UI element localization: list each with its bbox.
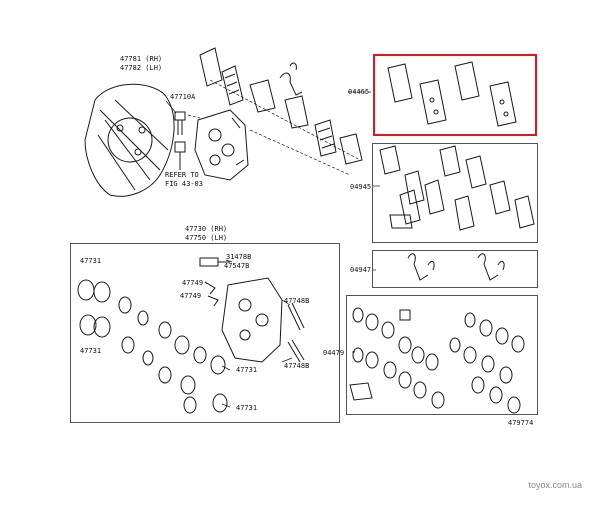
- label-caliper-lh: 47750 (LH): [185, 234, 228, 242]
- label-fig-number: 479774: [508, 419, 534, 427]
- guide-pins: [287, 302, 305, 363]
- dust-shield: [84, 83, 175, 197]
- label-piston-mid: 47731: [236, 366, 258, 374]
- label-fig: FIG 43-03: [165, 180, 203, 188]
- watermark: toyox.com.ua: [528, 480, 582, 490]
- label-spring-kit[interactable]: 04947: [350, 266, 372, 274]
- label-refer-to: REFER TO: [165, 171, 199, 179]
- label-bolt: 47710A: [170, 93, 196, 101]
- seal-kit-box: [346, 295, 538, 415]
- brake-pads-top: [199, 47, 363, 165]
- caliper-group-box: [70, 243, 340, 423]
- label-piston-bot: 47731: [236, 404, 258, 412]
- label-pin-top: 47748B: [284, 297, 310, 305]
- label-piston-bl: 47731: [80, 347, 102, 355]
- label-piston-tl: 47731: [80, 257, 102, 265]
- spring-kit-parts: [407, 253, 505, 281]
- label-seal-kit[interactable]: 04479: [323, 349, 345, 357]
- label-clip-b: 47749: [180, 292, 202, 300]
- mounting-bolt: [174, 111, 186, 170]
- pad-kit-parts: [387, 61, 517, 127]
- seal-kit-parts: [349, 307, 525, 414]
- brake-caliper-bottom: [199, 257, 283, 363]
- highlight-box-pad-kit: [373, 54, 537, 136]
- label-shim-kit[interactable]: 04945: [350, 183, 372, 191]
- callout-lines: [165, 100, 380, 408]
- label-shield-lh: 47782 (LH): [120, 64, 163, 72]
- label-bleeder-b: 47547B: [224, 262, 250, 270]
- pistons-and-seals: [77, 279, 228, 414]
- label-clip-a: 47749: [182, 279, 204, 287]
- label-pin-bot: 47748B: [284, 362, 310, 370]
- leader-lines-top: [187, 79, 372, 176]
- shim-kit-box: [372, 143, 538, 243]
- brake-caliper-top: [194, 109, 249, 181]
- shim-kit-parts: [379, 145, 535, 231]
- spring-kit-box: [372, 250, 538, 288]
- label-bleeder-a: 31478B: [226, 253, 252, 261]
- label-shield-rh: 47781 (RH): [120, 55, 163, 63]
- label-pad-kit[interactable]: 04465: [348, 88, 370, 96]
- label-caliper-rh: 47730 (RH): [185, 225, 228, 233]
